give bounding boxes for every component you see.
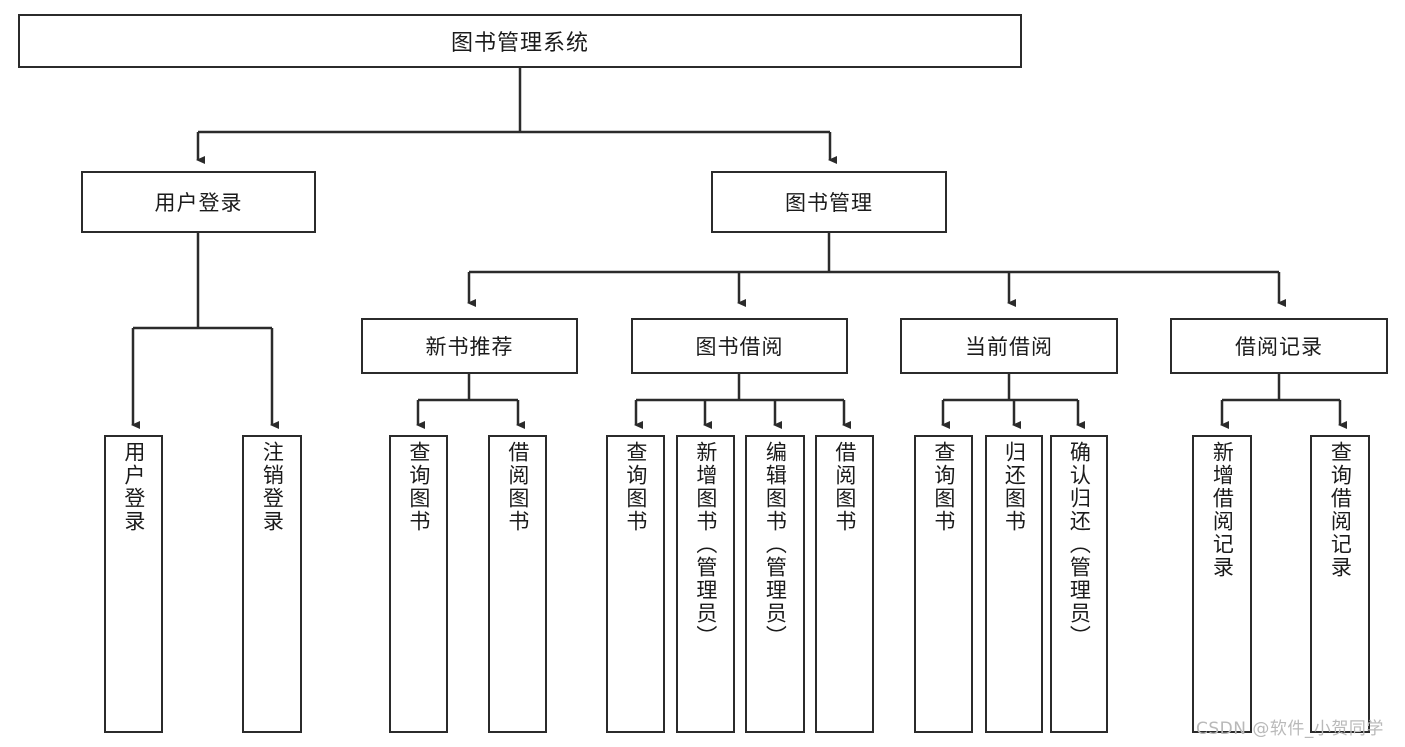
node-label: 图书借阅 <box>695 335 784 359</box>
leaf-current-confirm-return-admin[interactable]: 确认归还（管理员） <box>1050 435 1108 733</box>
node-label: 新书推荐 <box>425 335 514 359</box>
node-new-book-recommend[interactable]: 新书推荐 <box>361 318 578 374</box>
leaf-record-query-borrow-record[interactable]: 查询借阅记录 <box>1310 435 1370 733</box>
leaf-borrow-borrow-book[interactable]: 借阅图书 <box>815 435 874 733</box>
leaf-current-return-book[interactable]: 归还图书 <box>985 435 1043 733</box>
node-user-login[interactable]: 用户登录 <box>81 171 316 233</box>
node-label: 查询借阅记录 <box>1328 441 1353 579</box>
node-label: 用户登录 <box>154 191 243 215</box>
leaf-current-query-book[interactable]: 查询图书 <box>914 435 973 733</box>
leaf-recommend-borrow-book[interactable]: 借阅图书 <box>488 435 547 733</box>
node-label: 当前借阅 <box>965 335 1053 359</box>
leaf-logout[interactable]: 注销登录 <box>242 435 302 733</box>
node-label: 图书管理系统 <box>450 31 589 56</box>
node-label: 图书管理 <box>785 191 873 215</box>
node-label: 确认归还（管理员） <box>1067 441 1092 648</box>
leaf-recommend-query-book[interactable]: 查询图书 <box>389 435 448 733</box>
node-label: 新增借阅记录 <box>1210 441 1235 579</box>
node-label: 借阅图书 <box>832 441 857 533</box>
node-current-borrow[interactable]: 当前借阅 <box>900 318 1118 374</box>
node-label: 借阅图书 <box>505 441 530 533</box>
node-label: 新增图书（管理员） <box>693 441 718 648</box>
node-label: 注销登录 <box>260 441 285 533</box>
leaf-borrow-edit-book-admin[interactable]: 编辑图书（管理员） <box>745 435 805 733</box>
node-label: 查询图书 <box>406 441 431 533</box>
node-label: 用户登录 <box>121 441 146 533</box>
node-label: 借阅记录 <box>1235 335 1323 359</box>
node-borrow-record[interactable]: 借阅记录 <box>1170 318 1388 374</box>
node-label: 查询图书 <box>931 441 956 533</box>
leaf-borrow-query-book[interactable]: 查询图书 <box>606 435 665 733</box>
leaf-record-add-borrow-record[interactable]: 新增借阅记录 <box>1192 435 1252 733</box>
leaf-user-login[interactable]: 用户登录 <box>104 435 163 733</box>
node-book-management[interactable]: 图书管理 <box>711 171 947 233</box>
node-root-book-management-system[interactable]: 图书管理系统 <box>18 14 1022 68</box>
node-book-borrow[interactable]: 图书借阅 <box>631 318 848 374</box>
node-label: 归还图书 <box>1002 441 1027 533</box>
leaf-borrow-add-book-admin[interactable]: 新增图书（管理员） <box>676 435 735 733</box>
node-label: 编辑图书（管理员） <box>763 441 788 648</box>
node-label: 查询图书 <box>623 441 648 533</box>
watermark-csdn: CSDN @软件_小贺同学 <box>1196 719 1384 739</box>
